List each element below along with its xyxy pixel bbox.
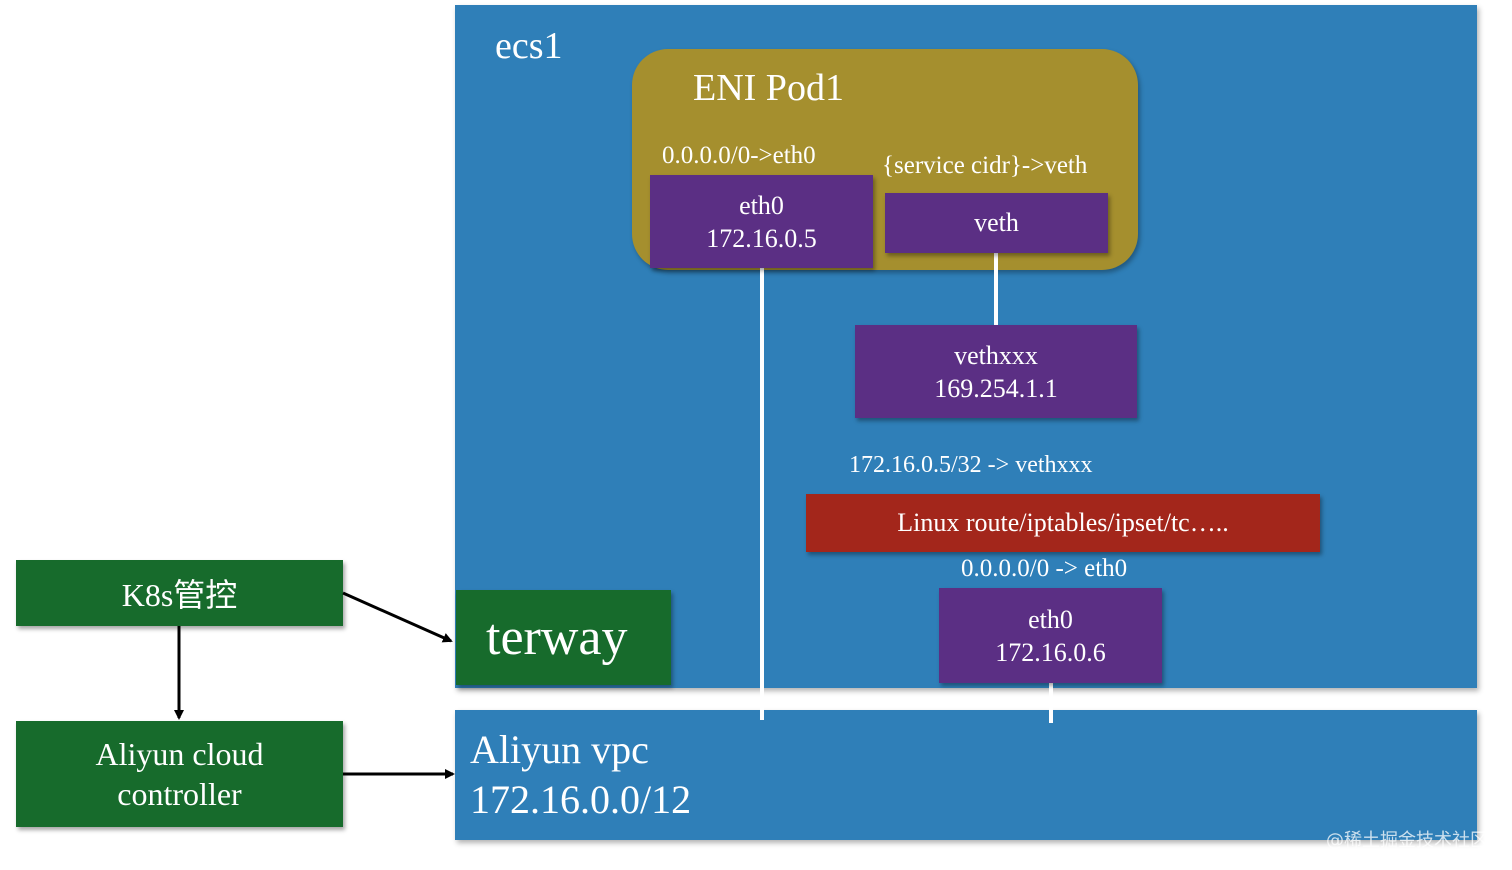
pod-veth-interface: veth <box>885 193 1108 253</box>
host-eth0-interface: eth0 172.16.0.6 <box>939 588 1162 683</box>
terway-box: terway <box>456 590 671 685</box>
k8s-control-label: K8s管控 <box>121 577 238 613</box>
host-eth0-name: eth0 <box>1028 604 1073 634</box>
vpc-panel <box>455 710 1477 840</box>
host-default-route: 0.0.0.0/0 -> eth0 <box>961 555 1128 582</box>
pod-service-route: {service cidr}->veth <box>882 152 1088 179</box>
pod-title: ENI Pod1 <box>693 67 844 109</box>
linux-networking-box: Linux route/iptables/ipset/tc….. <box>806 494 1320 552</box>
vethxxx-ip: 169.254.1.1 <box>934 373 1058 403</box>
controller-label-line1: Aliyun cloud <box>95 736 264 772</box>
k8s-control-box: K8s管控 <box>16 560 343 626</box>
watermark: @稀土掘金技术社区 <box>1326 830 1488 851</box>
aliyun-cloud-controller-box: Aliyun cloud controller <box>16 721 343 827</box>
pod-eth0-name: eth0 <box>739 190 784 220</box>
host-eth0-to-vpc-line <box>1049 683 1053 723</box>
vpc-cidr: 172.16.0.0/12 <box>470 777 692 822</box>
host-eth0-ip: 172.16.0.6 <box>995 637 1106 667</box>
vethxxx-name: vethxxx <box>954 340 1038 370</box>
pod-eth0-interface: eth0 172.16.0.5 <box>650 175 873 268</box>
ecs1-title: ecs1 <box>495 25 563 67</box>
veth-to-vethxxx-line <box>994 253 998 325</box>
controller-label-line2: controller <box>117 776 242 812</box>
linux-networking-label: Linux route/iptables/ipset/tc….. <box>897 508 1229 537</box>
terway-label: terway <box>486 609 628 666</box>
pod-veth-name: veth <box>974 208 1019 237</box>
host-vethxxx-interface: vethxxx 169.254.1.1 <box>855 325 1137 418</box>
host-pod-route: 172.16.0.5/32 -> vethxxx <box>849 452 1093 478</box>
pod-eth0-ip: 172.16.0.5 <box>706 223 817 253</box>
pod-eth0-to-vpc-line <box>760 268 764 720</box>
pod-default-route: 0.0.0.0/0->eth0 <box>662 142 816 169</box>
k8s-to-terway-arrow <box>342 591 453 643</box>
vpc-title: Aliyun vpc <box>470 727 649 772</box>
